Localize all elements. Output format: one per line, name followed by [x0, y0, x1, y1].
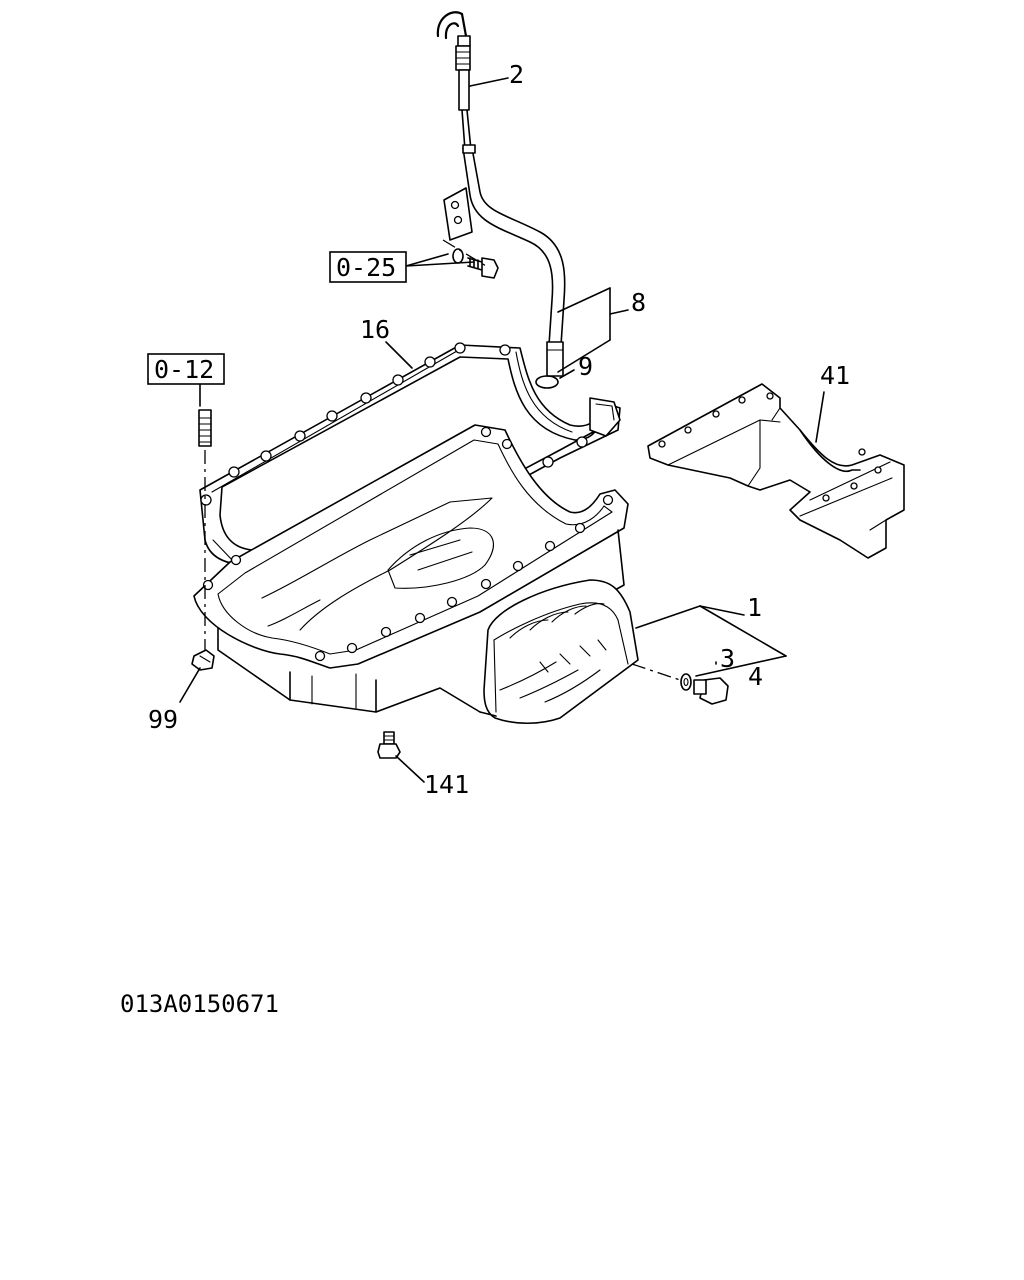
o-ring	[535, 375, 559, 389]
reference-box-0-25[interactable]: 0-25	[329, 251, 407, 283]
callout-41: 41	[820, 361, 850, 390]
callout-3: 3	[720, 644, 735, 673]
drain-washer	[680, 673, 692, 691]
oil-pan	[193, 424, 639, 724]
callout-99: 99	[148, 705, 178, 734]
dipstick	[436, 11, 472, 151]
tube-bolt	[442, 239, 499, 279]
callout-141: 141	[424, 770, 469, 799]
callout-9: 9	[578, 352, 593, 381]
callout-8: 8	[631, 288, 646, 317]
reference-label-0-25: 0-25	[336, 253, 396, 282]
bolt	[377, 731, 401, 759]
stud	[198, 409, 212, 447]
callout-1: 1	[747, 593, 762, 622]
flange-nut	[191, 649, 215, 671]
guide-tube	[443, 144, 566, 377]
stiffener-plate	[647, 383, 905, 559]
callout-16: 16	[360, 315, 390, 344]
callout-2: 2	[509, 60, 524, 89]
reference-label-0-12: 0-12	[154, 355, 214, 384]
drawing-code: 013A0150671	[120, 990, 279, 1018]
leader-lines	[179, 77, 825, 783]
callout-4: 4	[748, 662, 763, 691]
drain-plug	[693, 677, 729, 705]
reference-box-0-12[interactable]: 0-12	[147, 353, 225, 385]
